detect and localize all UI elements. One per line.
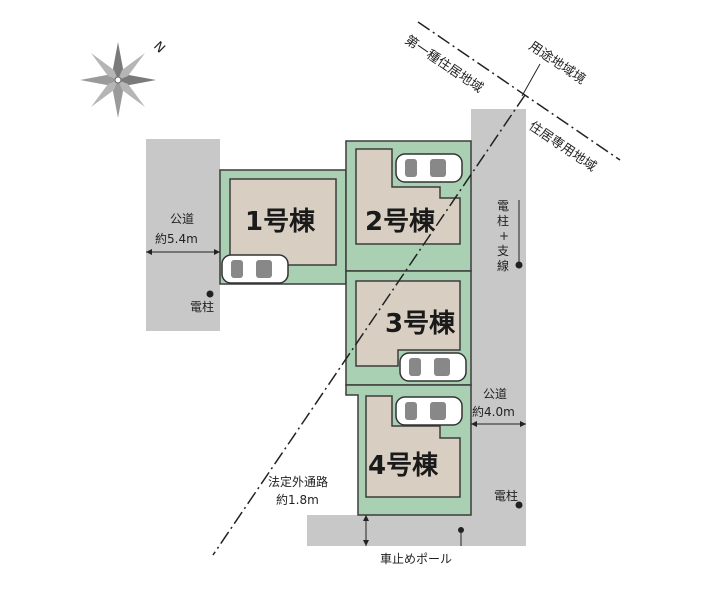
- bollard-icon: [458, 527, 464, 533]
- lot-3-label: 3号棟: [385, 309, 456, 339]
- car-icon: [399, 352, 467, 382]
- bollard-label: 車止めポール: [380, 552, 452, 566]
- lot-4-label: 4号棟: [368, 451, 439, 481]
- zone-a-label: 第一種住居地域: [402, 32, 486, 96]
- utility-pole-icon: [206, 290, 214, 298]
- building-3: [355, 280, 461, 367]
- east-pole-char-3: +: [499, 229, 509, 243]
- building-2: [355, 148, 461, 245]
- compass-rose-icon: [80, 42, 156, 118]
- east-bottom-pole-label: 電柱: [494, 488, 518, 503]
- east-road: [471, 109, 526, 546]
- south-passage: [307, 515, 472, 546]
- car-icon: [395, 396, 463, 426]
- zone-b-label: 住居専用地域: [526, 119, 599, 175]
- east-road-name: 公道: [483, 387, 507, 401]
- building-4: [365, 395, 461, 498]
- utility-pole-icon: [515, 501, 523, 509]
- passage-name: 法定外通路: [268, 474, 328, 489]
- west-road-name: 公道: [170, 212, 194, 226]
- utility-pole-icon: [515, 261, 523, 269]
- zoning-boundary-line: [212, 94, 526, 556]
- east-pole-char-2: 柱: [497, 213, 509, 228]
- zoning-boundary-label: 用途地域境: [526, 38, 589, 88]
- car-icon: [395, 153, 463, 183]
- building-1: [229, 178, 337, 266]
- west-road: [146, 139, 220, 331]
- zoning-leader-line: [417, 21, 621, 161]
- east-road-width: 約4.0m: [472, 404, 515, 419]
- car-icon: [221, 254, 289, 284]
- east-pole-char-4: 支: [497, 244, 509, 258]
- west-pole-label: 電柱: [190, 299, 214, 314]
- lot-2-label: 2号棟: [365, 207, 436, 237]
- east-pole-char-5: 線: [497, 258, 509, 273]
- north-label: N: [150, 39, 167, 56]
- passage-width: 約1.8m: [276, 492, 319, 507]
- lot-1-label: 1号棟: [245, 207, 316, 237]
- zoning-label-leader: [521, 63, 541, 97]
- east-pole-char-1: 電: [497, 199, 509, 213]
- west-road-width: 約5.4m: [155, 231, 198, 246]
